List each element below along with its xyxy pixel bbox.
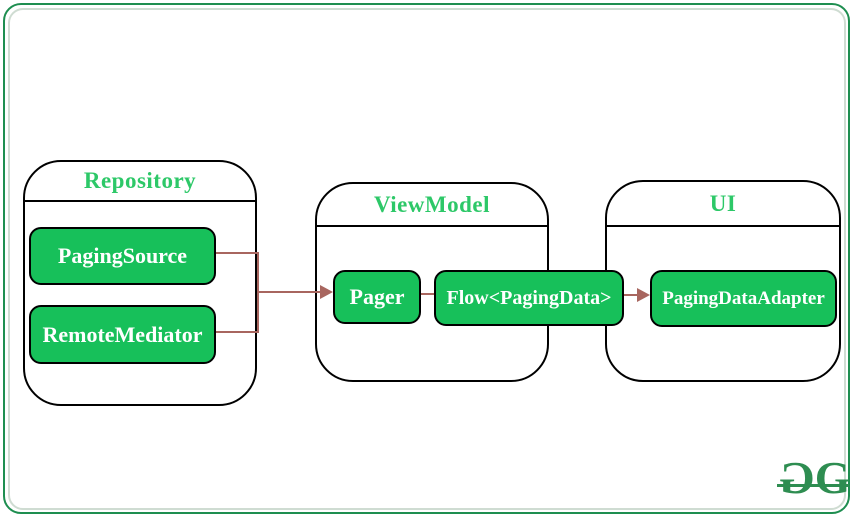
connector-pager-to-flow <box>415 293 436 295</box>
connector-remotemediator-to-bracket <box>211 331 259 333</box>
connector-flow-to-adapter <box>618 294 639 296</box>
ui-header: UI <box>607 182 839 227</box>
inner-frame-border <box>8 8 846 510</box>
arrowhead-to-adapter <box>637 288 650 302</box>
logo-mirrored-g-glyph: G <box>782 452 815 503</box>
node-pager: Pager <box>333 270 421 324</box>
connector-bracket-to-pager <box>257 291 321 293</box>
viewmodel-title: ViewModel <box>373 191 491 217</box>
repository-title: Repository <box>83 168 197 193</box>
geeksforgeeks-logo: GG <box>777 452 851 503</box>
repository-header: Repository <box>25 162 255 202</box>
ui-title: UI <box>709 190 737 216</box>
repository-container: Repository <box>23 160 257 406</box>
node-flow-paging-data: Flow<PagingData> <box>434 270 624 326</box>
node-paging-data-adapter: PagingDataAdapter <box>650 270 837 327</box>
arrowhead-to-pager <box>320 285 333 299</box>
viewmodel-header: ViewModel <box>317 184 547 227</box>
node-paging-source: PagingSource <box>29 227 216 285</box>
logo-g-glyph: G <box>814 452 851 503</box>
logo-strike-line <box>777 484 849 487</box>
node-remote-mediator: RemoteMediator <box>29 305 216 364</box>
connector-pagingsource-to-bracket <box>211 252 259 254</box>
outer-frame-border <box>3 3 850 514</box>
